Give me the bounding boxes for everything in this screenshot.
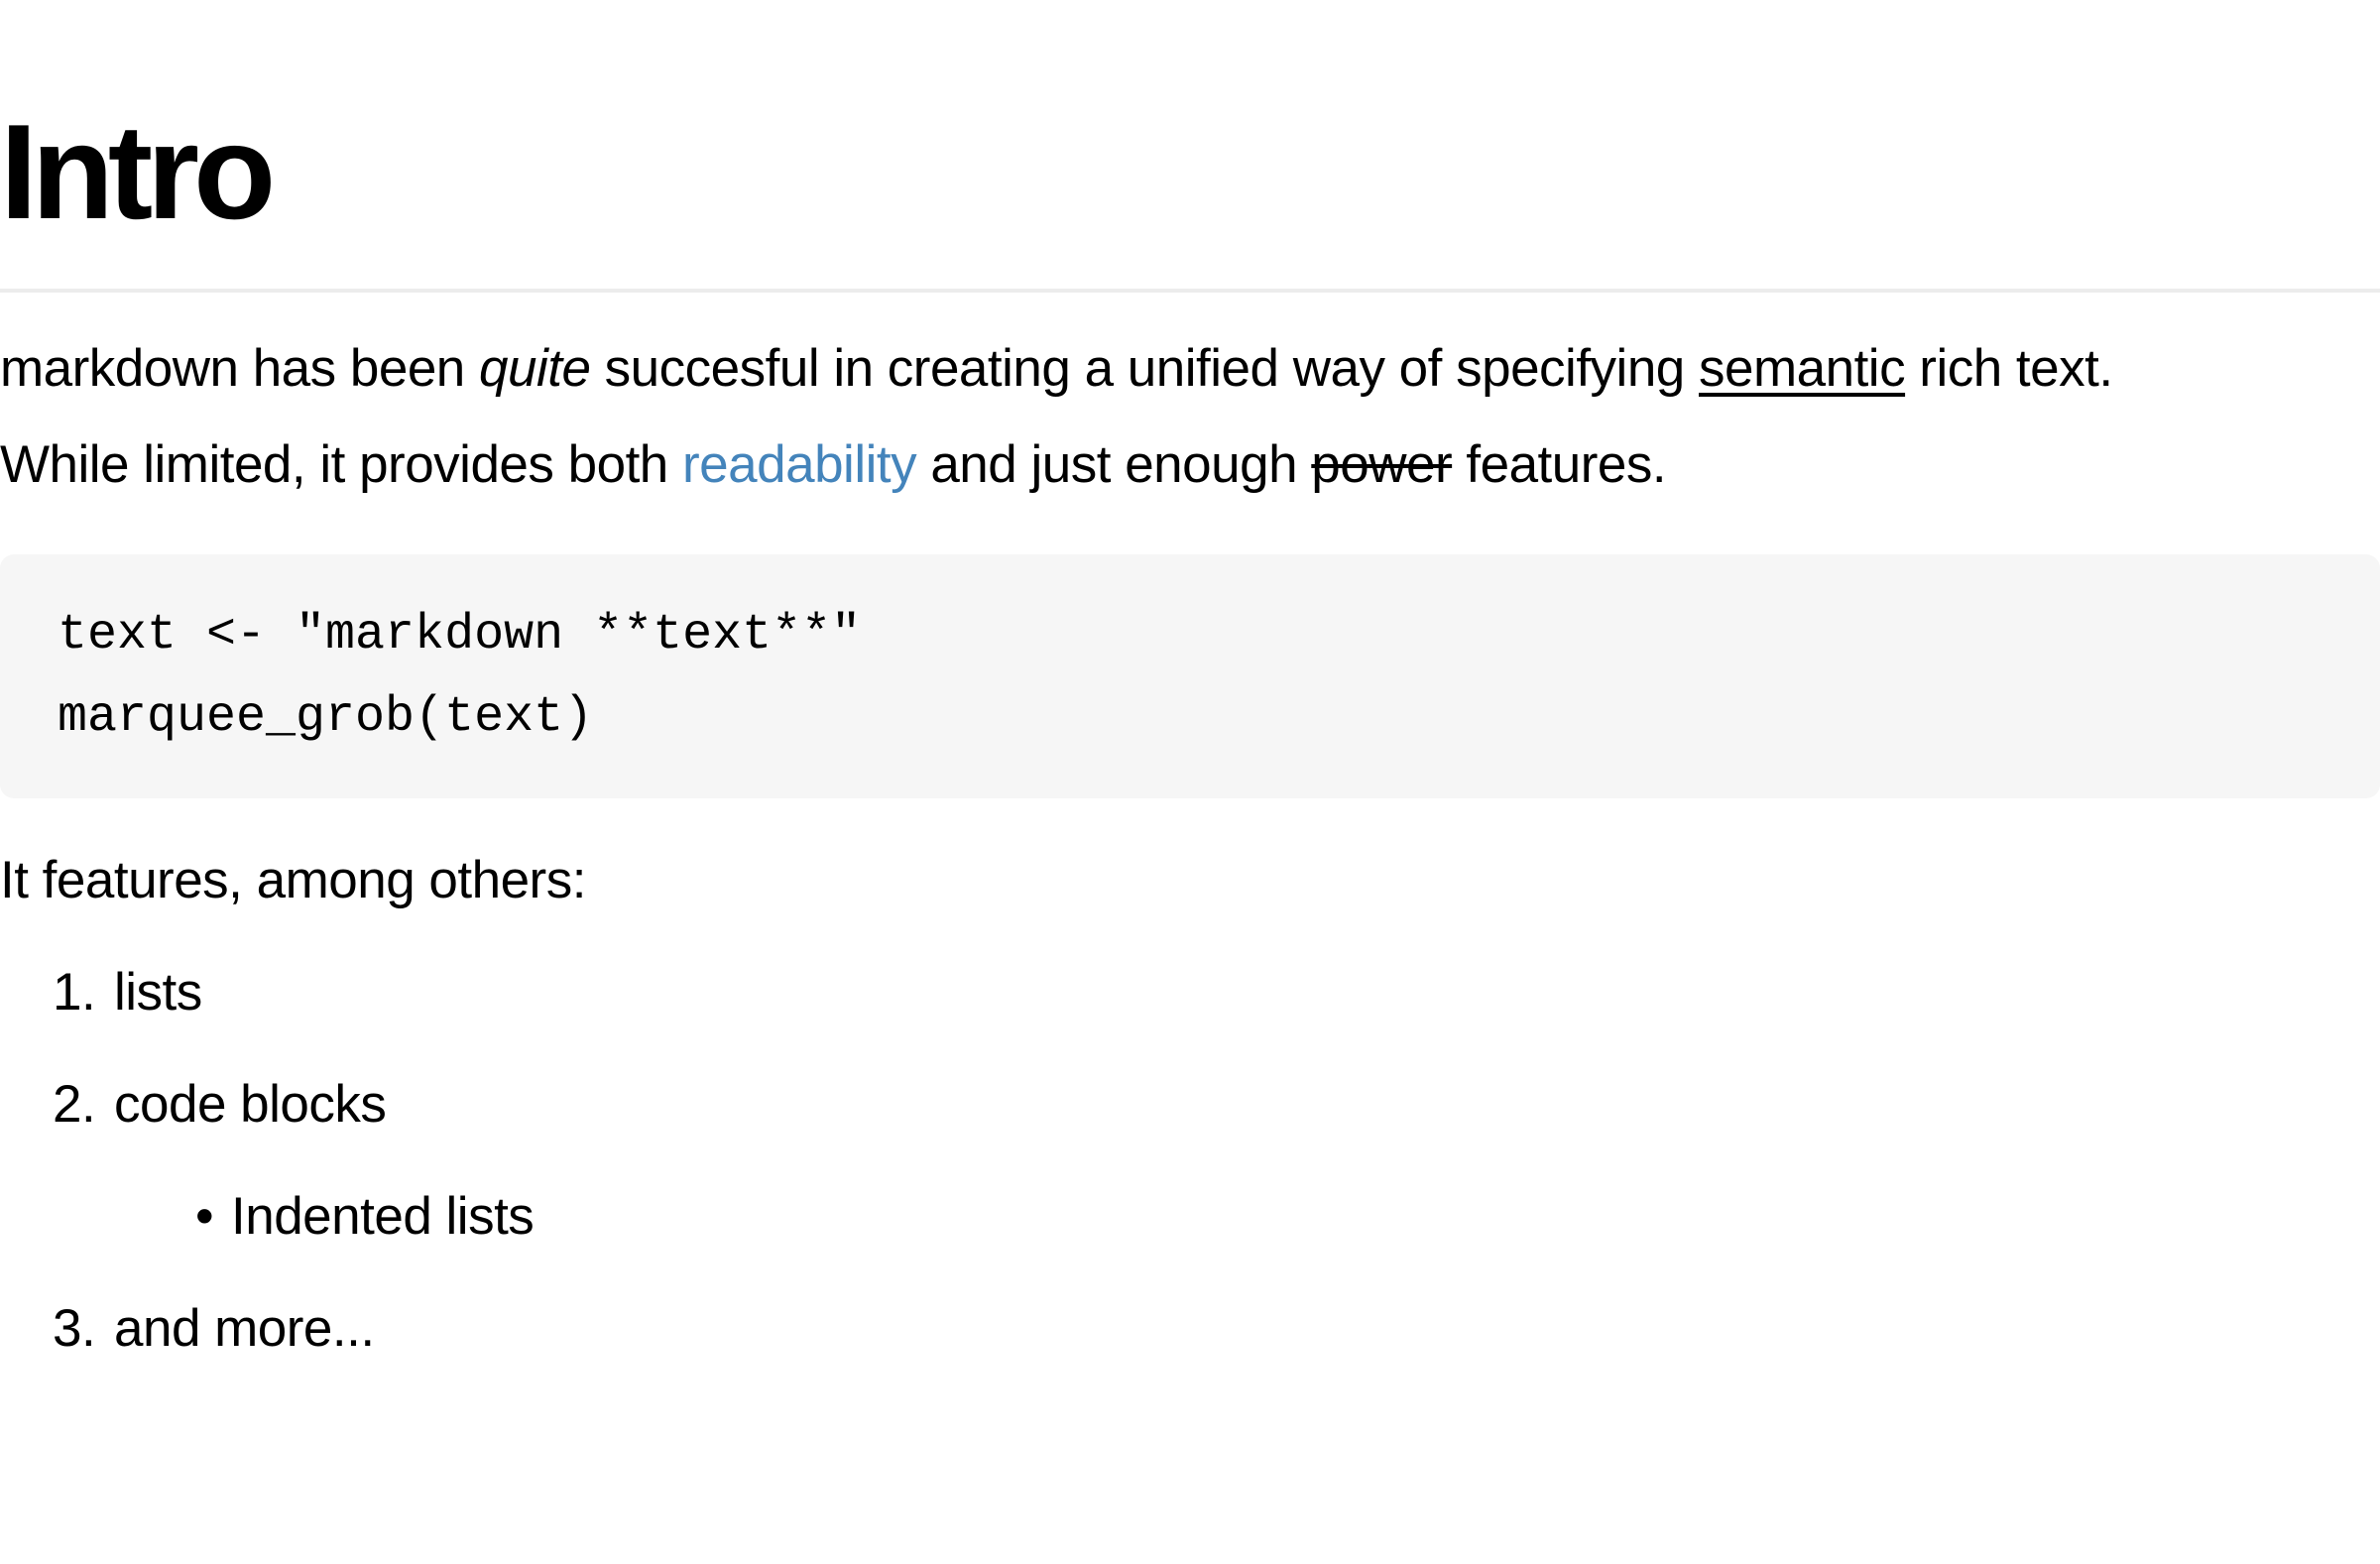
list-item-label: and more... xyxy=(114,1299,375,1359)
intro-paragraph: markdown has been quite succesful in cre… xyxy=(0,320,2380,513)
code-line: text <- "markdown **text**" xyxy=(58,607,862,664)
readability-link[interactable]: readability xyxy=(682,435,917,495)
paragraph-text: While limited, it provides both xyxy=(0,435,683,495)
code-block: text <- "markdown **text**" marquee_grob(… xyxy=(0,554,2380,799)
paragraph-text: and just enough xyxy=(916,435,1312,495)
list-item-label: code blocks xyxy=(114,1075,387,1135)
paragraph-text: rich text. xyxy=(1905,339,2113,399)
paragraph-text: markdown has been xyxy=(0,339,480,399)
features-intro-text: It features, among others: xyxy=(0,851,586,910)
heading-divider xyxy=(0,289,2380,294)
bullet-icon: • xyxy=(195,1187,214,1247)
paragraph-text: succesful in creating a unified way of s… xyxy=(590,339,1699,399)
list-item-number: 3. xyxy=(53,1299,96,1359)
paragraph-text: features. xyxy=(1452,435,1667,495)
list-item-number: 2. xyxy=(53,1075,96,1135)
list-item: 2. code blocks xyxy=(0,1056,2380,1152)
underlined-text-semantic: semantic xyxy=(1699,339,1906,399)
page-title: Intro xyxy=(0,96,276,247)
code-line: marquee_grob(text) xyxy=(58,689,594,747)
features-list: 1. lists 2. code blocks • Indented lists… xyxy=(0,944,2380,1377)
nested-list-item: • Indented lists xyxy=(0,1168,2380,1264)
list-item-number: 1. xyxy=(53,963,96,1023)
strikethrough-text-power: power xyxy=(1311,435,1453,495)
list-item: 3. and more... xyxy=(0,1280,2380,1377)
rendered-markdown-document: Intro markdown has been quite succesful … xyxy=(0,94,2380,1564)
list-item-label: lists xyxy=(114,963,202,1023)
list-item: 1. lists xyxy=(0,944,2380,1040)
italic-text-quite: quite xyxy=(479,339,591,399)
list-item-label: Indented lists xyxy=(231,1187,535,1247)
